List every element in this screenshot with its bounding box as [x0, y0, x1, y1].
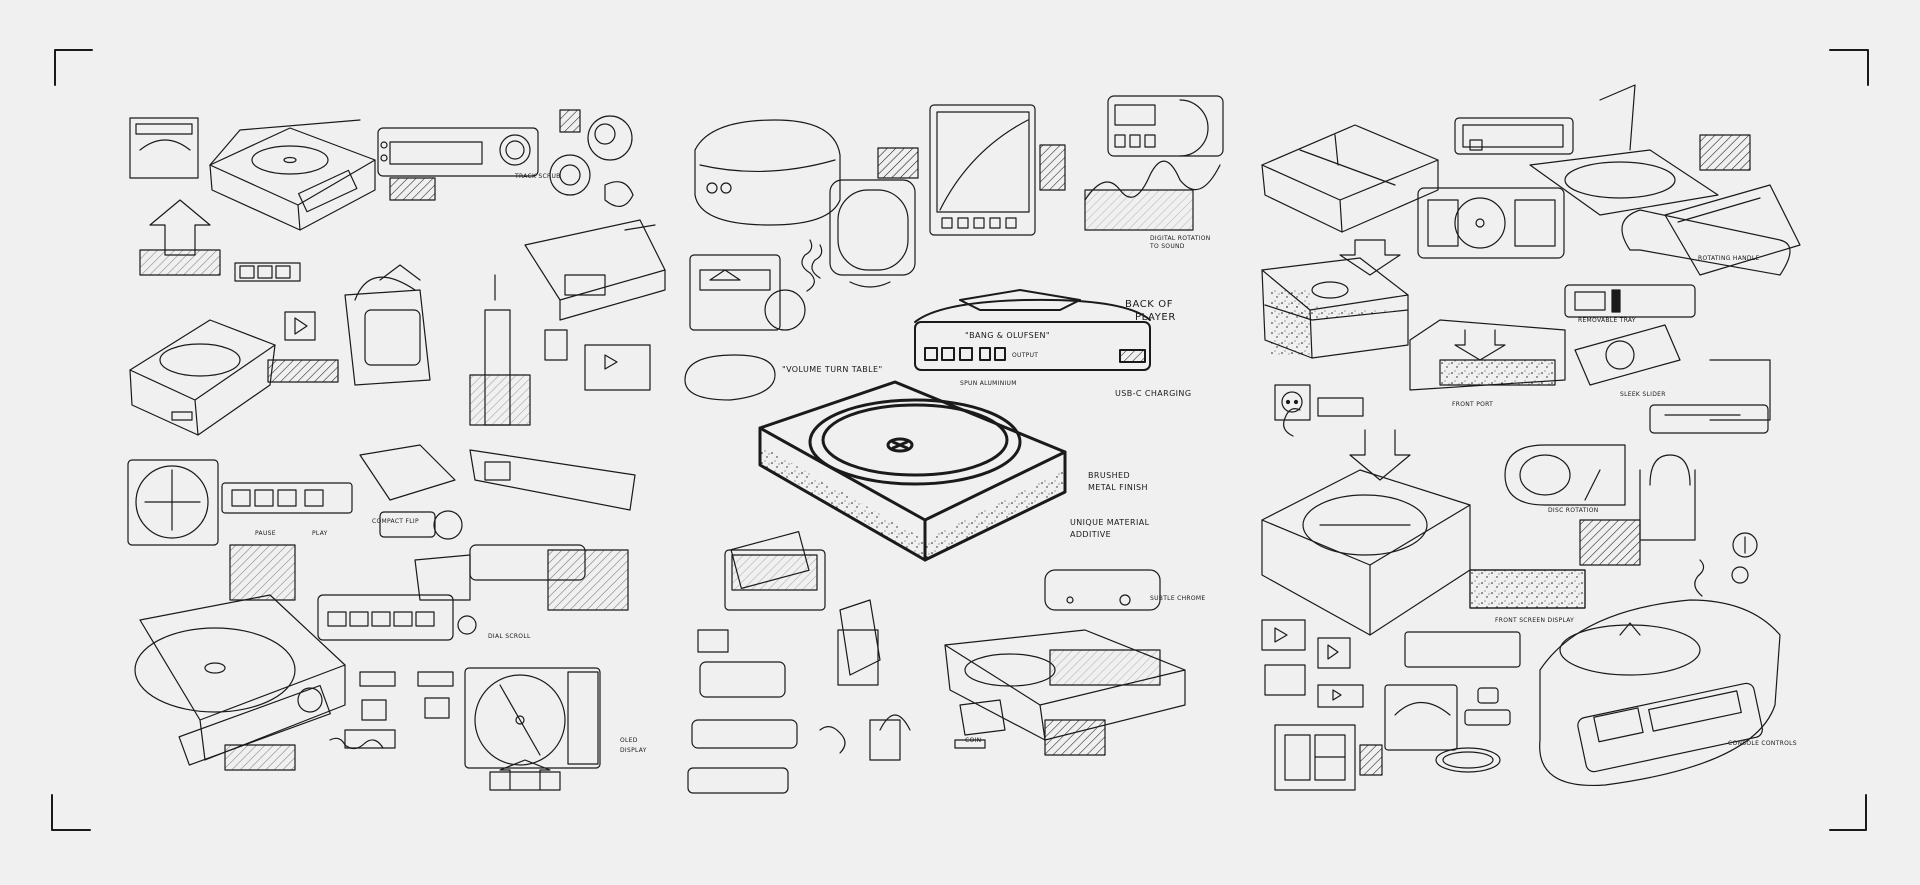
tall-unit-sketch — [469, 274, 651, 426]
speaker-box-sketch — [1409, 319, 1566, 391]
disc-player-sketch — [129, 319, 276, 436]
device-sketch — [129, 117, 199, 179]
annotation-volume-turntable: "VOLUME TURN TABLE" — [782, 365, 883, 374]
sketch-group-left-bottom — [127, 444, 636, 791]
round-screen-sketch — [829, 179, 916, 288]
slider-bar-sketch — [1564, 284, 1696, 318]
grid-box-sketch — [1274, 724, 1501, 791]
boxy-player-sketch — [689, 254, 806, 331]
annotation-oled-line2: DISPLAY — [620, 747, 647, 754]
annotation-unique-material-line2: ADDITIVE — [1070, 530, 1111, 539]
rotating-handle-sketch — [1649, 359, 1771, 434]
top-bar-sketch — [1454, 117, 1574, 155]
annotation-front-port: FRONT PORT — [1452, 401, 1493, 408]
motion-squiggles — [329, 239, 1705, 754]
annotation-brushed-line2: METAL FINISH — [1088, 483, 1148, 492]
annotation-oled-line1: OLED — [620, 737, 638, 744]
sketch-group-right-top — [1261, 84, 1801, 434]
speckle-material — [760, 445, 1065, 560]
annotation-front-screen: FRONT SCREEN DISPLAY — [1495, 617, 1574, 624]
square-turntable-sketch — [1261, 429, 1471, 636]
annotation-rotating-handle: ROTATING HANDLE — [1698, 255, 1760, 262]
big-disc-player-sketch — [134, 594, 346, 771]
back-of-player-sketch — [914, 289, 1151, 371]
flat-player-sketch — [1261, 124, 1439, 233]
cube-player-sketch — [1261, 257, 1409, 359]
bottom-row-center — [687, 599, 911, 794]
annotation-back-of-player-line1: BACK OF — [1125, 299, 1173, 310]
annotation-coin: COIN — [965, 737, 981, 744]
slim-bar-sketch — [229, 544, 629, 611]
annotation-compact-flip: COMPACT FLIP — [372, 518, 419, 525]
annotation-brand-plate: "BANG & OLUFSEN" — [965, 331, 1050, 340]
coin-slot-sketch — [954, 699, 1006, 749]
oval-player-sketch — [694, 119, 841, 226]
annotation-dial-scroll: DIAL SCROLL — [488, 633, 531, 640]
annotation-brushed-line1: BRUSHED — [1088, 471, 1130, 480]
chrome-player-sketch — [944, 569, 1186, 756]
angled-slider-sketch — [1574, 324, 1681, 386]
annotation-subtle-chrome: SUBTLE CHROME — [1150, 595, 1205, 602]
annotation-spun-aluminium: SPUN ALUMINIUM — [960, 380, 1017, 387]
annotation-play: PLAY — [312, 530, 328, 537]
annotation-output: OUTPUT — [1012, 352, 1038, 359]
left-fragments-center — [684, 354, 826, 653]
annotation-back-of-player-line2: PLAYER — [1135, 312, 1176, 323]
portable-device-sketch — [344, 264, 431, 386]
sketch-group-center — [684, 95, 1224, 794]
up-arrow-icon — [139, 199, 221, 276]
player-sketch — [524, 219, 666, 321]
annotation-pause: PAUSE — [255, 530, 276, 537]
tall-tray-sketch — [1417, 187, 1565, 259]
annotation-unique-material-line1: UNIQUE MATERIAL — [1070, 518, 1150, 527]
cd-player-sketch — [209, 119, 376, 231]
annotation-digital-rotation-line2: TO SOUND — [1149, 243, 1185, 250]
annotation-track-scrub: TRACK SCRUB — [514, 173, 561, 180]
screen-bar-sketch — [1384, 631, 1521, 751]
knob-sketch — [549, 109, 634, 207]
sketch-group-left-top — [129, 109, 666, 436]
button-tiles-sketch — [1261, 619, 1364, 708]
arrow-down-icon — [1339, 239, 1401, 276]
crop-marks — [51, 49, 1869, 831]
pill-player-sketch — [1504, 444, 1626, 506]
slim-player-sketch — [377, 127, 539, 201]
round-knob-sketch — [1731, 532, 1758, 584]
angled-player-sketch — [359, 444, 636, 540]
control-strip-sketch — [221, 482, 353, 514]
sliding-cd-sketch — [464, 667, 601, 791]
ribbon-sketch — [1621, 209, 1791, 276]
tall-card-sketch — [1469, 454, 1696, 609]
small-buttons-sketch — [344, 671, 454, 749]
annotation-console-controls: CONSOLE CONTROLS — [1728, 740, 1797, 747]
disc-tray-sketch — [1529, 84, 1751, 216]
power-outlet-sketch — [1274, 384, 1364, 421]
record-player-sketch — [127, 459, 219, 546]
annotation-digital-rotation-line1: DIGITAL ROTATION — [1150, 235, 1211, 242]
annotation-disc-rotation: DISC ROTATION — [1548, 507, 1599, 514]
tv-screen-sketch — [877, 104, 1066, 236]
annotation-sleek-slider: SLEEK SLIDER — [1620, 391, 1666, 398]
keypad-sketch — [317, 594, 477, 641]
button-panel-sketch — [234, 262, 339, 383]
console-player-sketch — [1539, 599, 1781, 787]
sketch-group-right-bottom — [1261, 429, 1781, 791]
lid-sketch — [1664, 184, 1801, 276]
annotation-usb-c: USB-C CHARGING — [1115, 389, 1191, 398]
annotation-removable-tray: REMOVABLE TRAY — [1578, 317, 1636, 324]
waveform-display — [1084, 95, 1224, 231]
